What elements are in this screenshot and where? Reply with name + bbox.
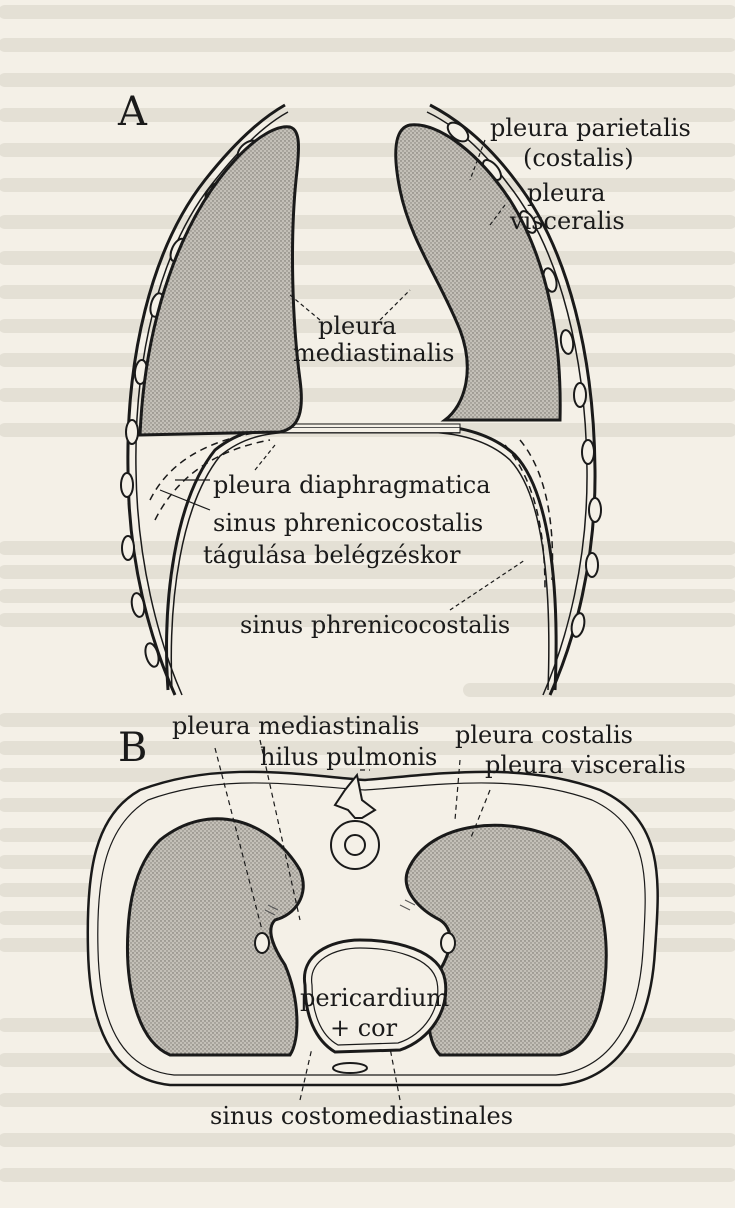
label-cor: + cor: [330, 1015, 397, 1041]
label-hilus-pulmonis: hilus pulmonis: [260, 744, 437, 770]
label-pleura-visceralis-2: visceralis: [510, 208, 625, 234]
panel-b-letter: B: [118, 728, 147, 768]
diaphragmatic-pleura-band: [270, 424, 460, 433]
label-b-pleura-mediastinalis: pleura mediastinalis: [172, 713, 420, 739]
label-b-pleura-visceralis: pleura visceralis: [485, 752, 686, 778]
label-pleura-mediastinalis-1: pleura: [318, 313, 396, 339]
label-pleura-diaphragmatica: pleura diaphragmatica: [213, 472, 491, 498]
label-costalis: (costalis): [523, 145, 634, 171]
panel-b-drawing: [88, 740, 658, 1100]
label-sinus-phrenicocostalis-left: sinus phrenicocostalis: [213, 510, 483, 536]
label-pleura-mediastinalis-2: mediastinalis: [293, 340, 454, 366]
sternum: [333, 1063, 367, 1073]
label-pleura-visceralis-1: pleura: [527, 180, 605, 206]
panel-a-letter: A: [118, 92, 147, 132]
label-tagulasa: tágulása belégzéskor: [203, 542, 460, 568]
label-pleura-parietalis: pleura parietalis: [490, 115, 691, 141]
label-sinus-costomediastinales: sinus costomediastinales: [210, 1103, 513, 1129]
label-sinus-phrenicocostalis-right: sinus phrenicocostalis: [240, 612, 510, 638]
label-pericardium: pericardium: [300, 985, 449, 1011]
label-pleura-costalis: pleura costalis: [455, 722, 633, 748]
